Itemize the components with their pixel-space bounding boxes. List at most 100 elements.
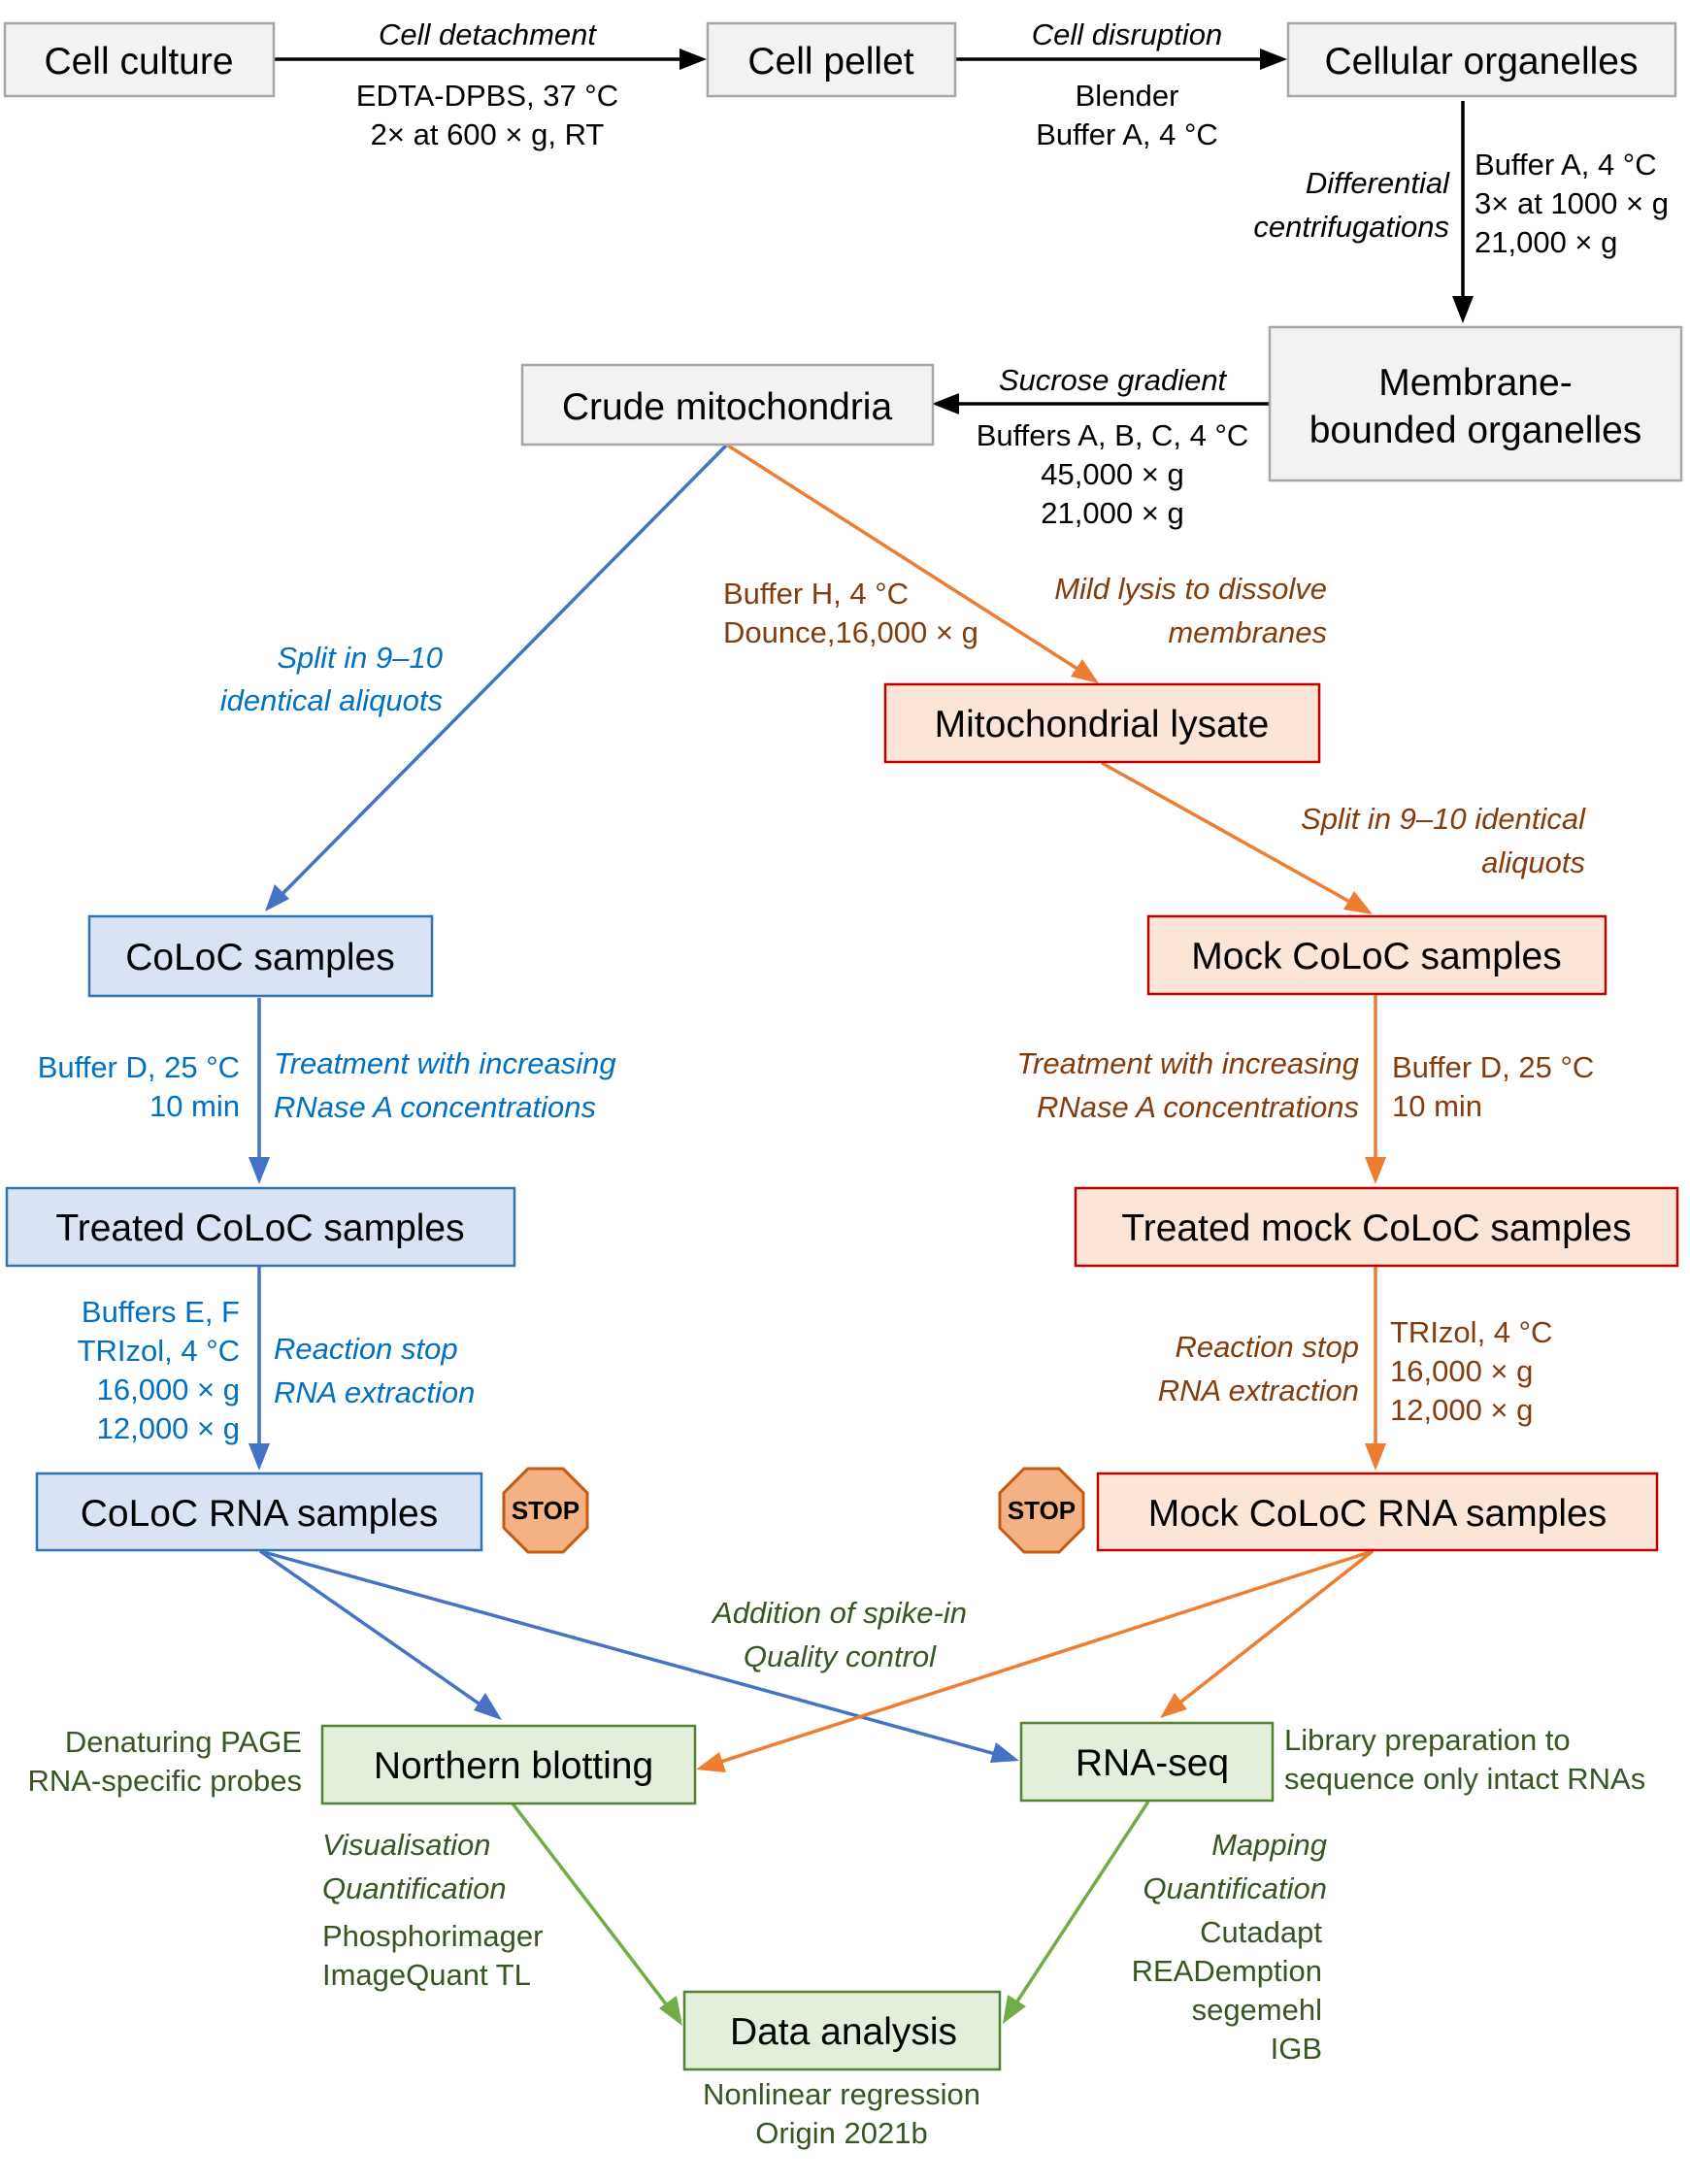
arrowhead bbox=[1160, 1693, 1187, 1718]
label-denaturing-page: RNA-specific probes bbox=[27, 1764, 302, 1798]
arrow-coloc-rna-to-rnaseq bbox=[259, 1549, 1011, 1760]
label-denaturing-page: Denaturing PAGE bbox=[65, 1725, 302, 1759]
label-spike-in: Quality control bbox=[744, 1639, 937, 1673]
node-cell-pellet: Cell pellet bbox=[706, 21, 957, 98]
label-trizol: 12,000 × g bbox=[1390, 1393, 1533, 1427]
label-tool: Cutadapt bbox=[1200, 1915, 1322, 1949]
node-label: Treated CoLoC samples bbox=[55, 1208, 464, 1249]
node-label: Mock CoLoC samples bbox=[1191, 936, 1561, 977]
label-blender: Buffer A, 4 °C bbox=[1036, 117, 1218, 151]
arrowhead bbox=[249, 1157, 270, 1184]
arrowhead bbox=[474, 1693, 502, 1720]
node-membrane-bounded-organelles: Membrane- bounded organelles bbox=[1268, 325, 1683, 482]
node-label: Cellular organelles bbox=[1324, 41, 1638, 83]
label-buffer-a: Buffer A, 4 °C bbox=[1475, 148, 1657, 182]
node-label: Crude mitochondria bbox=[562, 386, 893, 428]
label-nonlinear-regression: Origin 2021b bbox=[755, 2116, 928, 2150]
node-label: Data analysis bbox=[730, 2011, 957, 2053]
node-label: Mock CoLoC RNA samples bbox=[1148, 1493, 1607, 1535]
stop-sign-icon: STOP bbox=[998, 1467, 1085, 1554]
node-mock-coloc-rna-samples: Mock CoLoC RNA samples bbox=[1096, 1472, 1659, 1552]
label-treatment-blue: Treatment with increasing bbox=[274, 1046, 616, 1080]
arrow-crude-to-lysate bbox=[727, 444, 1092, 679]
label-buffers-ef: 16,000 × g bbox=[97, 1373, 240, 1406]
node-mock-coloc-samples: Mock CoLoC samples bbox=[1146, 914, 1607, 996]
node-northern-blotting: Northern blotting bbox=[320, 1724, 697, 1805]
label-treatment-red: Treatment with increasing bbox=[1016, 1046, 1359, 1080]
node-data-analysis: Data analysis bbox=[682, 1990, 1002, 2071]
node-treated-mock-coloc-samples: Treated mock CoLoC samples bbox=[1074, 1186, 1679, 1268]
label-split-red: Split in 9–10 identical bbox=[1301, 802, 1586, 836]
label-differential: Differential bbox=[1306, 166, 1450, 200]
arrow-rnaseq-to-analysis bbox=[1006, 1801, 1150, 2017]
node-label: bounded organelles bbox=[1309, 410, 1642, 451]
label-edta: 2× at 600 × g, RT bbox=[371, 117, 605, 151]
labels-brown: Buffer H, 4 °C Dounce,16,000 × g Mild ly… bbox=[723, 572, 1594, 1427]
label-buffer-h: Dounce,16,000 × g bbox=[723, 615, 978, 649]
label-buffer-d-red: 10 min bbox=[1392, 1089, 1482, 1123]
arrows bbox=[249, 49, 1474, 2026]
node-cellular-organelles: Cellular organelles bbox=[1286, 21, 1677, 98]
labels-black: Cell detachment EDTA-DPBS, 37 °C 2× at 6… bbox=[356, 17, 1669, 530]
arrowhead bbox=[1071, 659, 1099, 683]
node-coloc-samples: CoLoC samples bbox=[87, 914, 434, 998]
node-label: RNA-seq bbox=[1076, 1742, 1229, 1784]
arrowhead bbox=[659, 1996, 682, 2026]
label-reaction-stop-blue: RNA extraction bbox=[274, 1375, 475, 1409]
label-buffers-abc: 21,000 × g bbox=[1041, 496, 1183, 530]
label-buffer-a: 3× at 1000 × g bbox=[1475, 186, 1669, 220]
arrow-northern-to-analysis bbox=[511, 1802, 679, 2020]
label-buffers-abc: 45,000 × g bbox=[1041, 457, 1183, 491]
label-tool: segemehl bbox=[1192, 1993, 1322, 2027]
label-buffers-ef: Buffers E, F bbox=[82, 1295, 240, 1329]
node-label: Membrane- bbox=[1378, 362, 1572, 404]
label-buffers-abc: Buffers A, B, C, 4 °C bbox=[977, 418, 1249, 452]
label-split-blue: Split in 9–10 bbox=[277, 641, 443, 675]
node-cell-culture: Cell culture bbox=[3, 21, 276, 98]
label-mild-lysis: membranes bbox=[1168, 615, 1327, 649]
labels-blue: Split in 9–10 identical aliquots Buffer … bbox=[38, 641, 616, 1445]
label-tool: READemption bbox=[1132, 1954, 1322, 1988]
arrowhead bbox=[1365, 1157, 1386, 1184]
label-treatment-red: RNase A concentrations bbox=[1037, 1090, 1359, 1124]
arrowhead bbox=[1003, 1995, 1026, 2024]
arrowhead bbox=[696, 1752, 726, 1772]
label-buffer-d-blue: 10 min bbox=[149, 1089, 240, 1123]
arrowhead bbox=[1260, 49, 1287, 70]
label-cell-disruption: Cell disruption bbox=[1032, 17, 1222, 51]
node-label: Cell culture bbox=[44, 41, 233, 83]
label-library-prep: sequence only intact RNAs bbox=[1284, 1762, 1645, 1796]
label-buffers-ef: TRIzol, 4 °C bbox=[78, 1334, 240, 1368]
arrow-mock-rna-to-northern bbox=[705, 1549, 1374, 1769]
label-library-prep: Library preparation to bbox=[1284, 1723, 1571, 1757]
arrowhead bbox=[679, 49, 707, 70]
label-buffer-d-blue: Buffer D, 25 °C bbox=[38, 1050, 240, 1084]
arrowhead bbox=[1452, 296, 1474, 323]
label-spike-in: Addition of spike-in bbox=[711, 1596, 967, 1630]
node-rna-seq: RNA-seq bbox=[1019, 1721, 1275, 1803]
node-label: Mitochondrial lysate bbox=[935, 704, 1270, 745]
label-mapping: Quantification bbox=[1143, 1871, 1327, 1905]
label-treatment-blue: RNase A concentrations bbox=[274, 1090, 596, 1124]
label-buffer-h: Buffer H, 4 °C bbox=[723, 577, 909, 611]
label-nonlinear-regression: Nonlinear regression bbox=[703, 2077, 980, 2111]
node-crude-mitochondria: Crude mitochondria bbox=[520, 363, 935, 447]
arrowhead bbox=[265, 884, 289, 911]
label-buffer-d-red: Buffer D, 25 °C bbox=[1392, 1050, 1594, 1084]
stop-label: STOP bbox=[512, 1496, 580, 1525]
label-visualisation: Quantification bbox=[322, 1871, 507, 1905]
label-reaction-stop-red: Reaction stop bbox=[1175, 1330, 1359, 1364]
label-phosphorimager: ImageQuant TL bbox=[322, 1958, 531, 1992]
label-buffers-ef: 12,000 × g bbox=[97, 1411, 240, 1445]
arrow-crude-to-coloc bbox=[271, 444, 728, 906]
label-visualisation: Visualisation bbox=[322, 1828, 490, 1862]
label-mapping: Mapping bbox=[1211, 1828, 1327, 1862]
label-split-red: aliquots bbox=[1481, 845, 1585, 879]
label-trizol: 16,000 × g bbox=[1390, 1354, 1533, 1388]
label-edta: EDTA-DPBS, 37 °C bbox=[356, 79, 618, 113]
arrow-lysate-to-mock bbox=[1101, 761, 1365, 911]
label-cell-detachment: Cell detachment bbox=[379, 17, 597, 51]
label-trizol: TRIzol, 4 °C bbox=[1390, 1315, 1552, 1349]
node-label: CoLoC samples bbox=[125, 937, 394, 978]
